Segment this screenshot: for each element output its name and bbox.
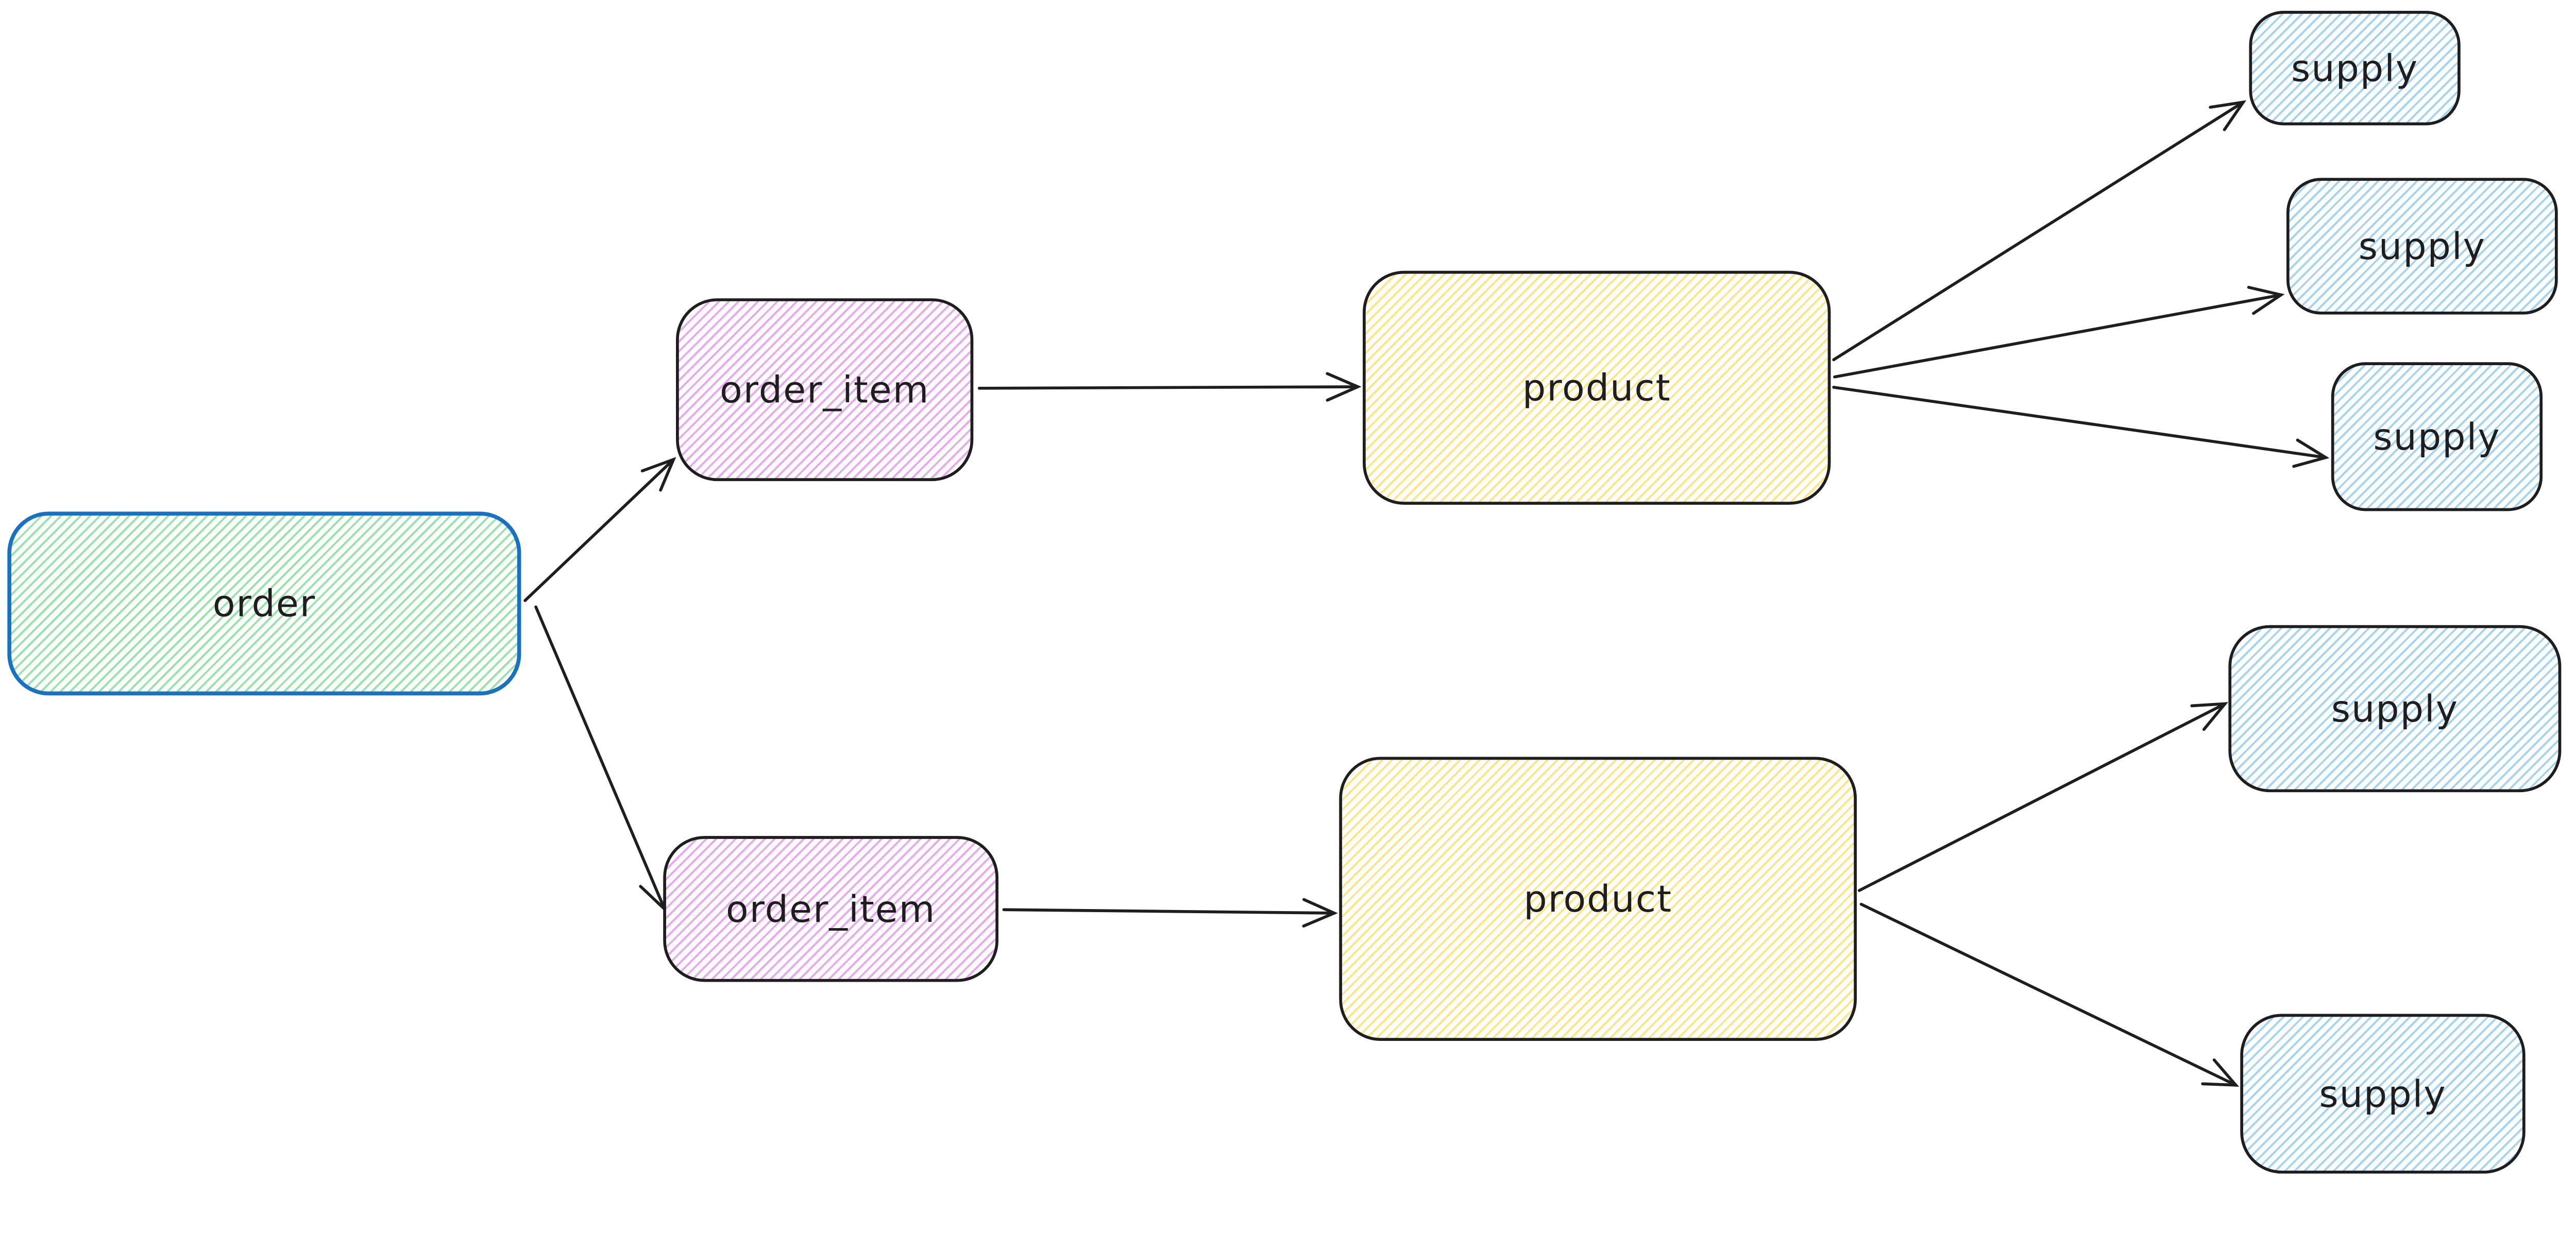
node-supply-bottom-1: supply <box>2228 625 2562 793</box>
node-product-bottom: product <box>1339 757 1857 1041</box>
diagram-canvas: order order_item product supply supply s… <box>7 10 2562 1174</box>
node-supply-top-3-label: supply <box>2373 415 2501 458</box>
arrow-product-bottom-to-supply-bottom-1 <box>1857 702 2229 892</box>
node-product-top-label: product <box>1522 366 1671 409</box>
arrow-product-top-to-supply-top-1 <box>1832 100 2247 362</box>
node-supply-bottom-2-label: supply <box>2319 1072 2447 1116</box>
node-product-bottom-label: product <box>1523 877 1672 921</box>
node-order-item-top: order_item <box>676 298 974 482</box>
node-supply-top-2: supply <box>2286 178 2558 315</box>
node-order-item-bottom: order_item <box>663 836 998 982</box>
node-product-top: product <box>1363 270 1831 505</box>
arrow-order-to-order-item-bottom <box>534 605 667 913</box>
arrow-order-item-bottom-to-product-bottom <box>1002 898 1338 928</box>
node-supply-bottom-2: supply <box>2240 1014 2526 1174</box>
node-order-item-bottom-label: order_item <box>725 887 936 931</box>
node-order: order <box>7 511 521 696</box>
arrow-order-item-top-to-product-top <box>977 372 1362 402</box>
arrow-product-bottom-to-supply-bottom-2 <box>1859 902 2240 1087</box>
node-order-item-top-label: order_item <box>719 368 930 412</box>
arrow-product-top-to-supply-top-2 <box>1833 286 2285 379</box>
arrow-product-top-to-supply-top-3 <box>1832 386 2330 468</box>
node-supply-top-1-label: supply <box>2291 46 2419 90</box>
node-supply-bottom-1-label: supply <box>2331 687 2459 730</box>
node-supply-top-3: supply <box>2331 362 2543 511</box>
node-supply-top-1: supply <box>2249 10 2461 126</box>
node-supply-top-2-label: supply <box>2358 225 2486 268</box>
arrow-order-to-order-item-top <box>523 457 676 602</box>
node-order-label: order <box>212 581 316 625</box>
